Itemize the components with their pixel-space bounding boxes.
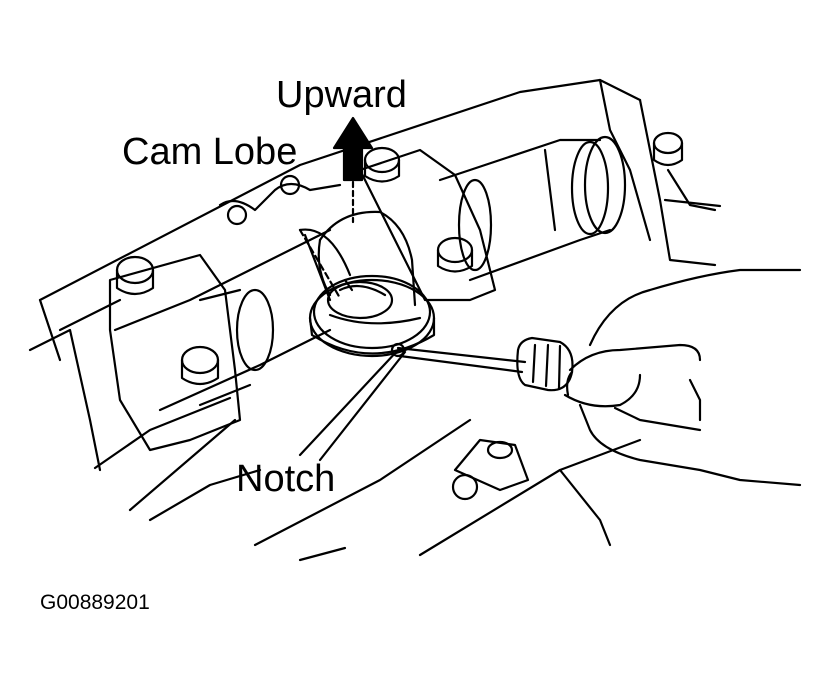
bearing-cap-left	[108, 253, 242, 452]
upward-label: Upward	[276, 74, 407, 116]
bolt-lower	[451, 438, 530, 501]
bolt-far-right	[652, 131, 717, 212]
camshaft	[113, 135, 627, 412]
figure-code: G00889201	[40, 591, 150, 614]
screwdriver	[396, 336, 574, 392]
valve-lifter	[308, 274, 436, 358]
upward-arrow	[332, 116, 374, 224]
hand	[563, 268, 802, 487]
cam-lobe-label: Cam Lobe	[122, 131, 298, 173]
cylinder-head-outline	[28, 78, 722, 562]
cam-lobe	[298, 210, 417, 307]
head-holes	[218, 174, 342, 226]
notch-label: Notch	[236, 458, 336, 500]
leader-lines	[298, 228, 407, 462]
bearing-cap-right	[358, 146, 497, 302]
